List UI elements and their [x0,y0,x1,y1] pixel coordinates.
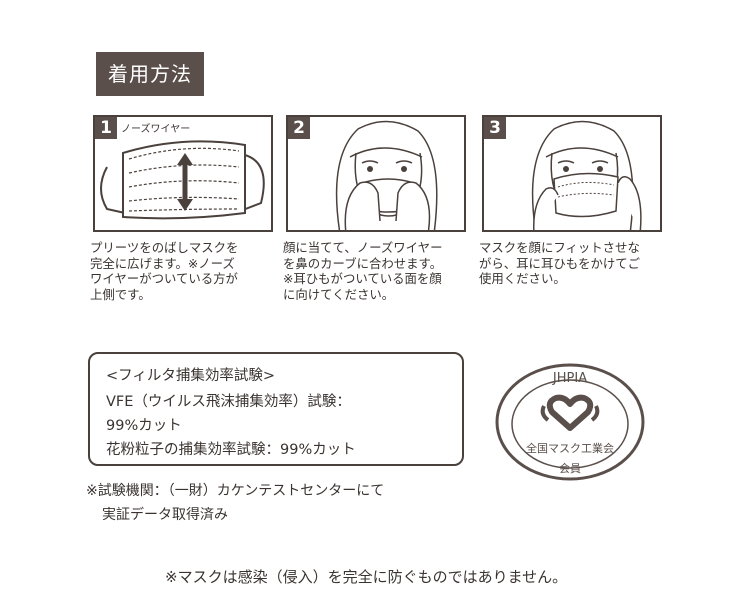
mask-heart-icon [540,394,600,431]
logo-arc-text: 全国マスク工業会 [526,441,614,455]
vfe-result-line: 99%カット [106,418,182,434]
step-1-panel: 1 ノーズワイヤー [93,115,273,232]
step-3-number: 3 [484,117,506,139]
section-title: 着用方法 [96,52,204,96]
face-earloop-illustration [531,120,642,230]
step-2-number: 2 [288,117,310,139]
jhpia-member-logo: JHPIA 全国マスク工業会 会員 [495,363,645,481]
test-institution-note: ※試験機関：（一財）カケンテストセンターにて [86,483,385,499]
test-institution-note-2: 実証データ取得済み [102,507,228,523]
vfe-test-line: VFE（ウイルス飛沫捕集効率）試験： [106,394,351,410]
filter-test-box: <フィルタ捕集効率試験> VFE（ウイルス飛沫捕集効率）試験： 99%カット 花… [88,352,464,466]
step-1-number: 1 [95,117,117,139]
logo-bottom-text: 会員 [559,462,581,475]
logo-top-text: JHPIA [552,371,587,386]
pollen-test-line: 花粉粒子の捕集効率試験：99%カット [106,442,356,458]
disclaimer-note: ※マスクは感染（侵入）を完全に防ぐものではありません。 [165,568,568,586]
step-3-panel: 3 [482,115,662,232]
face-hands-illustration [335,120,438,230]
step-3-description: マスクを顔にフィットさせな がら、耳に耳ひもをかけてご 使用ください。 [479,240,641,286]
nose-wire-label: ノーズワイヤー [121,124,191,135]
filter-test-heading: <フィルタ捕集効率試験> [106,368,276,384]
step-2-description: 顔に当てて、ノーズワイヤー を鼻のカーブに合わせます。 ※耳ひもがついている面を… [283,240,443,302]
step-1-description: プリーツをのばしマスクを 完全に広げます。※ノーズ ワイヤーがついている方が 上… [90,240,239,302]
mask-illustration [100,140,265,220]
step-2-panel: 2 [286,115,466,232]
